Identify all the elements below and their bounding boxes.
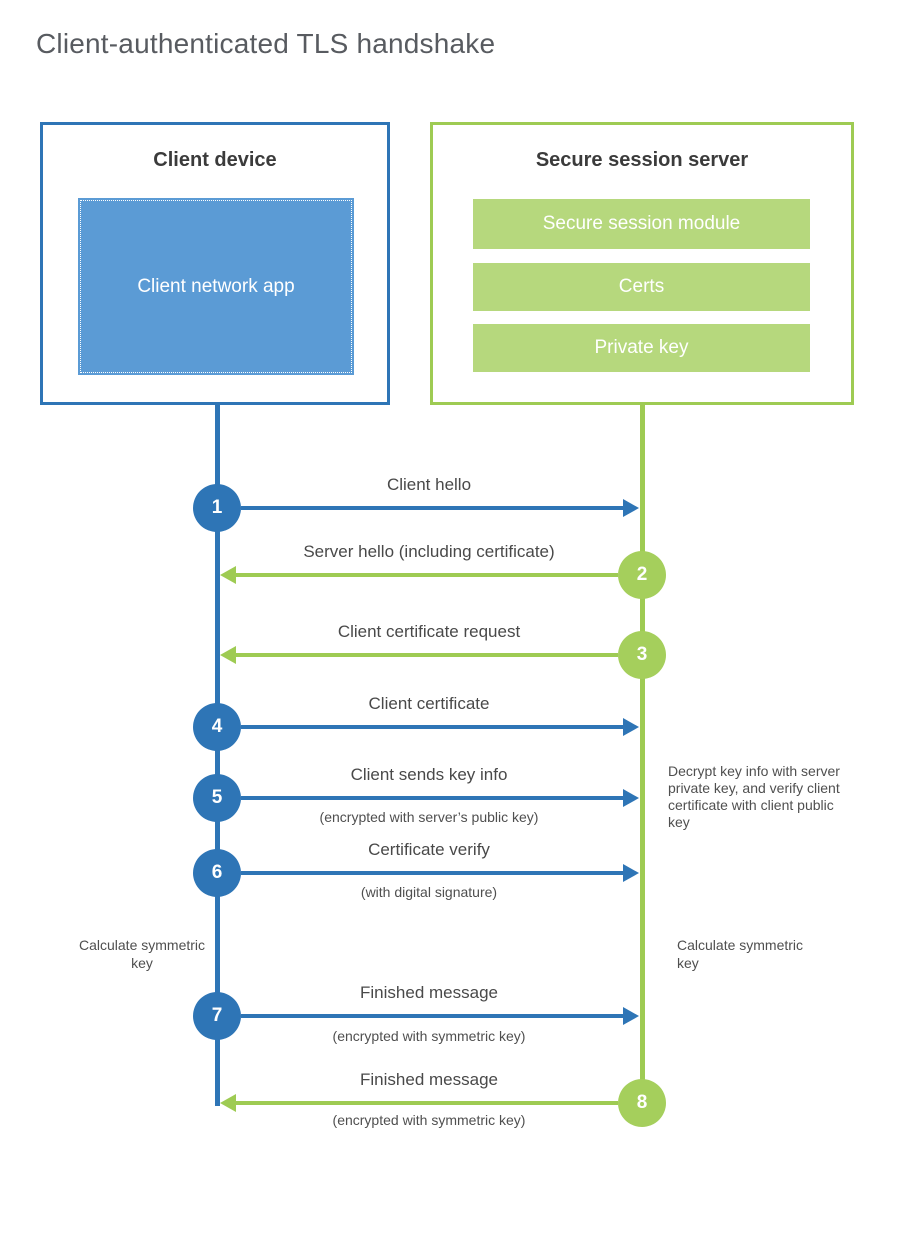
step-7-arrowhead-icon	[623, 1007, 639, 1025]
step-2-label: Server hello (including certificate)	[303, 542, 555, 561]
server-module-certs: Certs	[473, 263, 810, 311]
step-1-arrow-line	[241, 506, 623, 510]
step-3-circle: 3	[618, 631, 666, 679]
step-1-arrowhead-icon	[623, 499, 639, 517]
client-network-app-box: Client network app	[78, 198, 354, 375]
step-6-circle: 6	[193, 849, 241, 897]
step-8-label: Finished message	[360, 1070, 498, 1089]
step-6-sublabel: (with digital signature)	[360, 884, 498, 900]
server-lifeline	[640, 404, 645, 1106]
step-7-circle: 7	[193, 992, 241, 1040]
step-2-circle: 2	[618, 551, 666, 599]
step-4-label: Client certificate	[368, 694, 490, 713]
step-3-arrowhead-icon	[220, 646, 236, 664]
client-calculate-symmetric-key-note: Calculate symmetric key	[78, 937, 206, 971]
step-5-sublabel: (encrypted with server’s public key)	[319, 809, 539, 825]
step-3-arrow-line	[236, 653, 618, 657]
step-5-circle: 5	[193, 774, 241, 822]
step-7-arrow-line	[241, 1014, 623, 1018]
step-5-arrowhead-icon	[623, 789, 639, 807]
server-module-private-key: Private key	[473, 324, 810, 372]
step-4-arrow-line	[241, 725, 623, 729]
step-4-circle: 4	[193, 703, 241, 751]
step-6-label: Certificate verify	[368, 840, 490, 859]
step-1-circle: 1	[193, 484, 241, 532]
step-8-arrow-line	[236, 1101, 618, 1105]
step-7-label: Finished message	[360, 983, 498, 1002]
step-5-label: Client sends key info	[350, 765, 508, 784]
step-6-arrow-line	[241, 871, 623, 875]
secure-session-server-title: Secure session server	[535, 149, 749, 171]
step-5-arrow-line	[241, 796, 623, 800]
step-8-sublabel: (encrypted with symmetric key)	[332, 1112, 526, 1128]
step-3-label: Client certificate request	[337, 622, 521, 641]
step-2-arrow-line	[236, 573, 618, 577]
server-calculate-symmetric-key-note: Calculate symmetric key	[677, 937, 804, 971]
step-4-arrowhead-icon	[623, 718, 639, 736]
client-network-app-label: Client network app	[137, 276, 295, 297]
page-title: Client-authenticated TLS handshake	[36, 28, 496, 59]
step-2-arrowhead-icon	[220, 566, 236, 584]
step-1-label: Client hello	[386, 475, 472, 494]
server-module-secure-session: Secure session module	[473, 199, 810, 249]
step-6-arrowhead-icon	[623, 864, 639, 882]
client-device-title: Client device	[153, 149, 277, 171]
server-decrypt-note: Decrypt key info with server private key…	[668, 763, 840, 830]
client-lifeline	[215, 404, 220, 1106]
step-8-arrowhead-icon	[220, 1094, 236, 1112]
step-7-sublabel: (encrypted with symmetric key)	[332, 1028, 526, 1044]
step-8-circle: 8	[618, 1079, 666, 1127]
